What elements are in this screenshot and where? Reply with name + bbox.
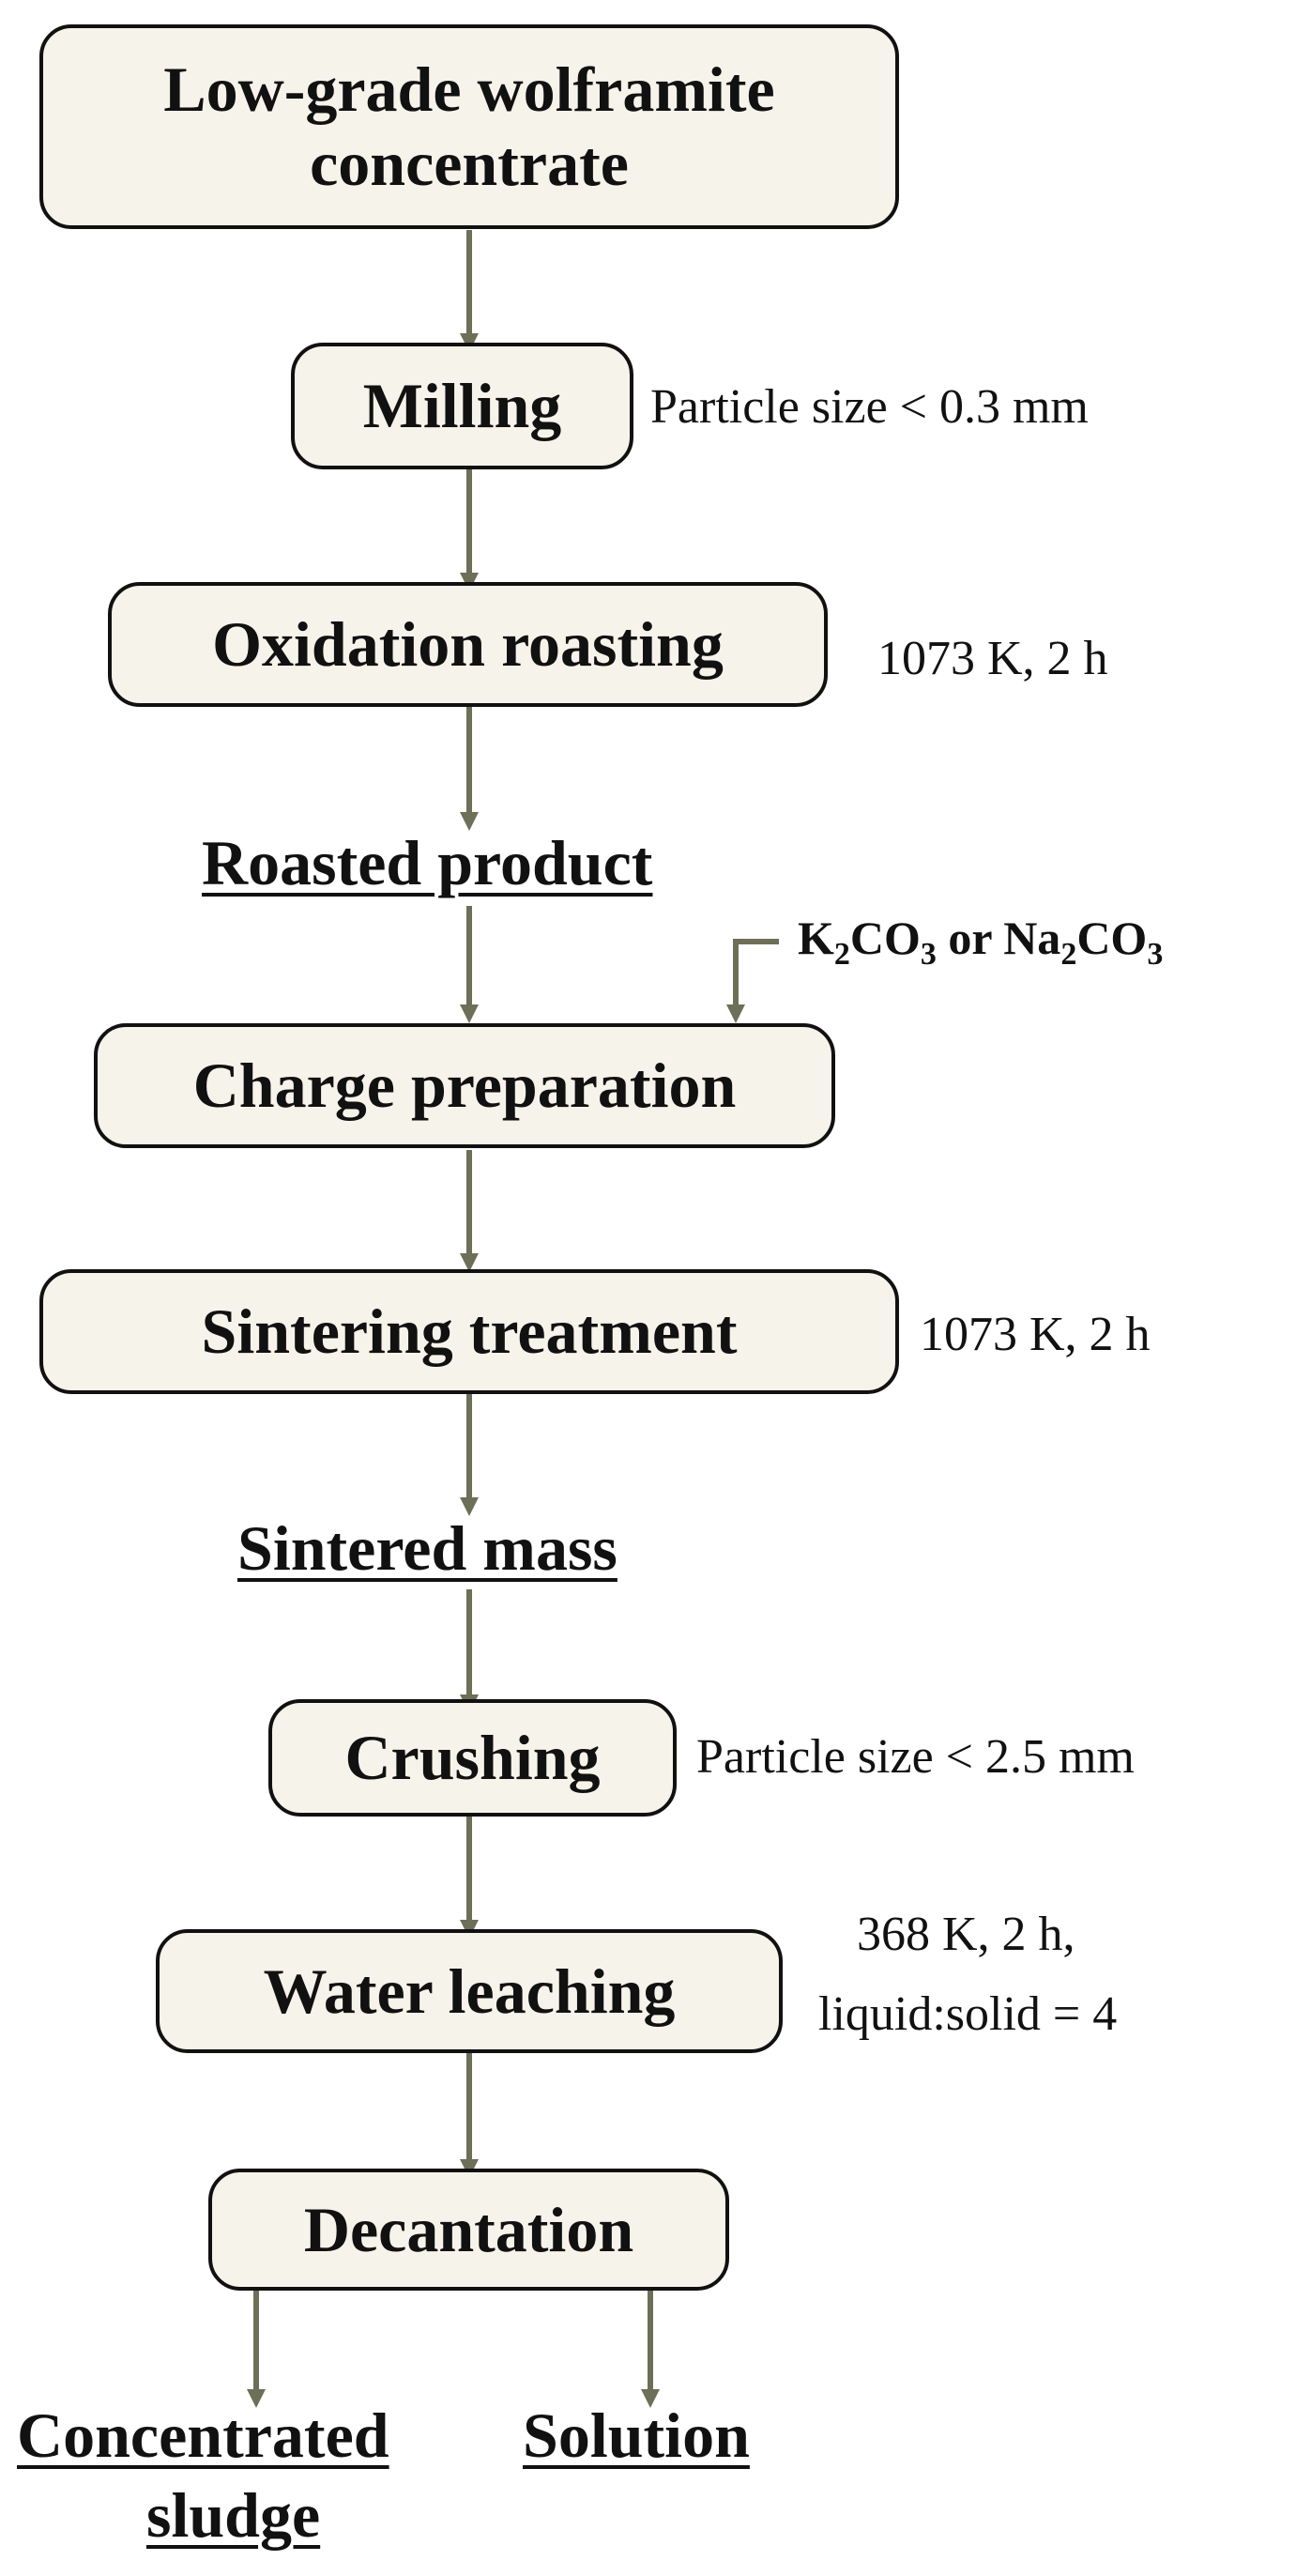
step-milling: Milling xyxy=(291,343,633,469)
step-decantation: Decantation xyxy=(208,2169,729,2291)
product-roasted: Roasted product xyxy=(202,827,653,898)
step-concentrate: Low-grade wolframite concentrate xyxy=(39,24,899,229)
reagent-k-subscript: 2 xyxy=(833,937,850,972)
reagent-k-co: CO xyxy=(849,912,921,964)
condition-crushing: Particle size < 2.5 mm xyxy=(696,1730,1135,1784)
step-water-leaching: Water leaching xyxy=(156,1929,783,2053)
product-concentrated-sludge-line1: Concentrated xyxy=(17,2400,389,2471)
condition-sintering: 1073 K, 2 h xyxy=(920,1308,1151,1361)
reagent-na-symbol: Na xyxy=(1003,912,1061,964)
reagent-na-subscript: 2 xyxy=(1060,937,1077,972)
product-concentrated-sludge-line2: sludge xyxy=(146,2479,321,2551)
step-oxidation-roasting: Oxidation roasting xyxy=(108,582,828,707)
reagent-k-symbol: K xyxy=(798,912,834,964)
step-crushing: Crushing xyxy=(268,1699,677,1817)
reagent-joiner: or xyxy=(936,912,1004,964)
step-sintering-treatment: Sintering treatment xyxy=(39,1269,899,1394)
arrow-reagent-to-charge xyxy=(726,939,779,1023)
reagent-k-co-subscript: 3 xyxy=(920,937,937,972)
condition-leaching-line2: liquid:solid = 4 xyxy=(818,1987,1118,2041)
condition-milling: Particle size < 0.3 mm xyxy=(650,380,1089,434)
product-sintered-mass: Sintered mass xyxy=(237,1512,618,1584)
step-charge-preparation: Charge preparation xyxy=(94,1023,835,1148)
product-solution: Solution xyxy=(523,2400,750,2471)
condition-oxidation: 1073 K, 2 h xyxy=(877,632,1108,685)
reagent-na-co-subscript: 3 xyxy=(1147,937,1164,972)
condition-leaching-line1: 368 K, 2 h, xyxy=(857,1908,1075,1961)
reagent-na-co: CO xyxy=(1076,912,1148,964)
reagent-carbonate: K2CO3 or Na2CO3 xyxy=(798,911,1163,973)
